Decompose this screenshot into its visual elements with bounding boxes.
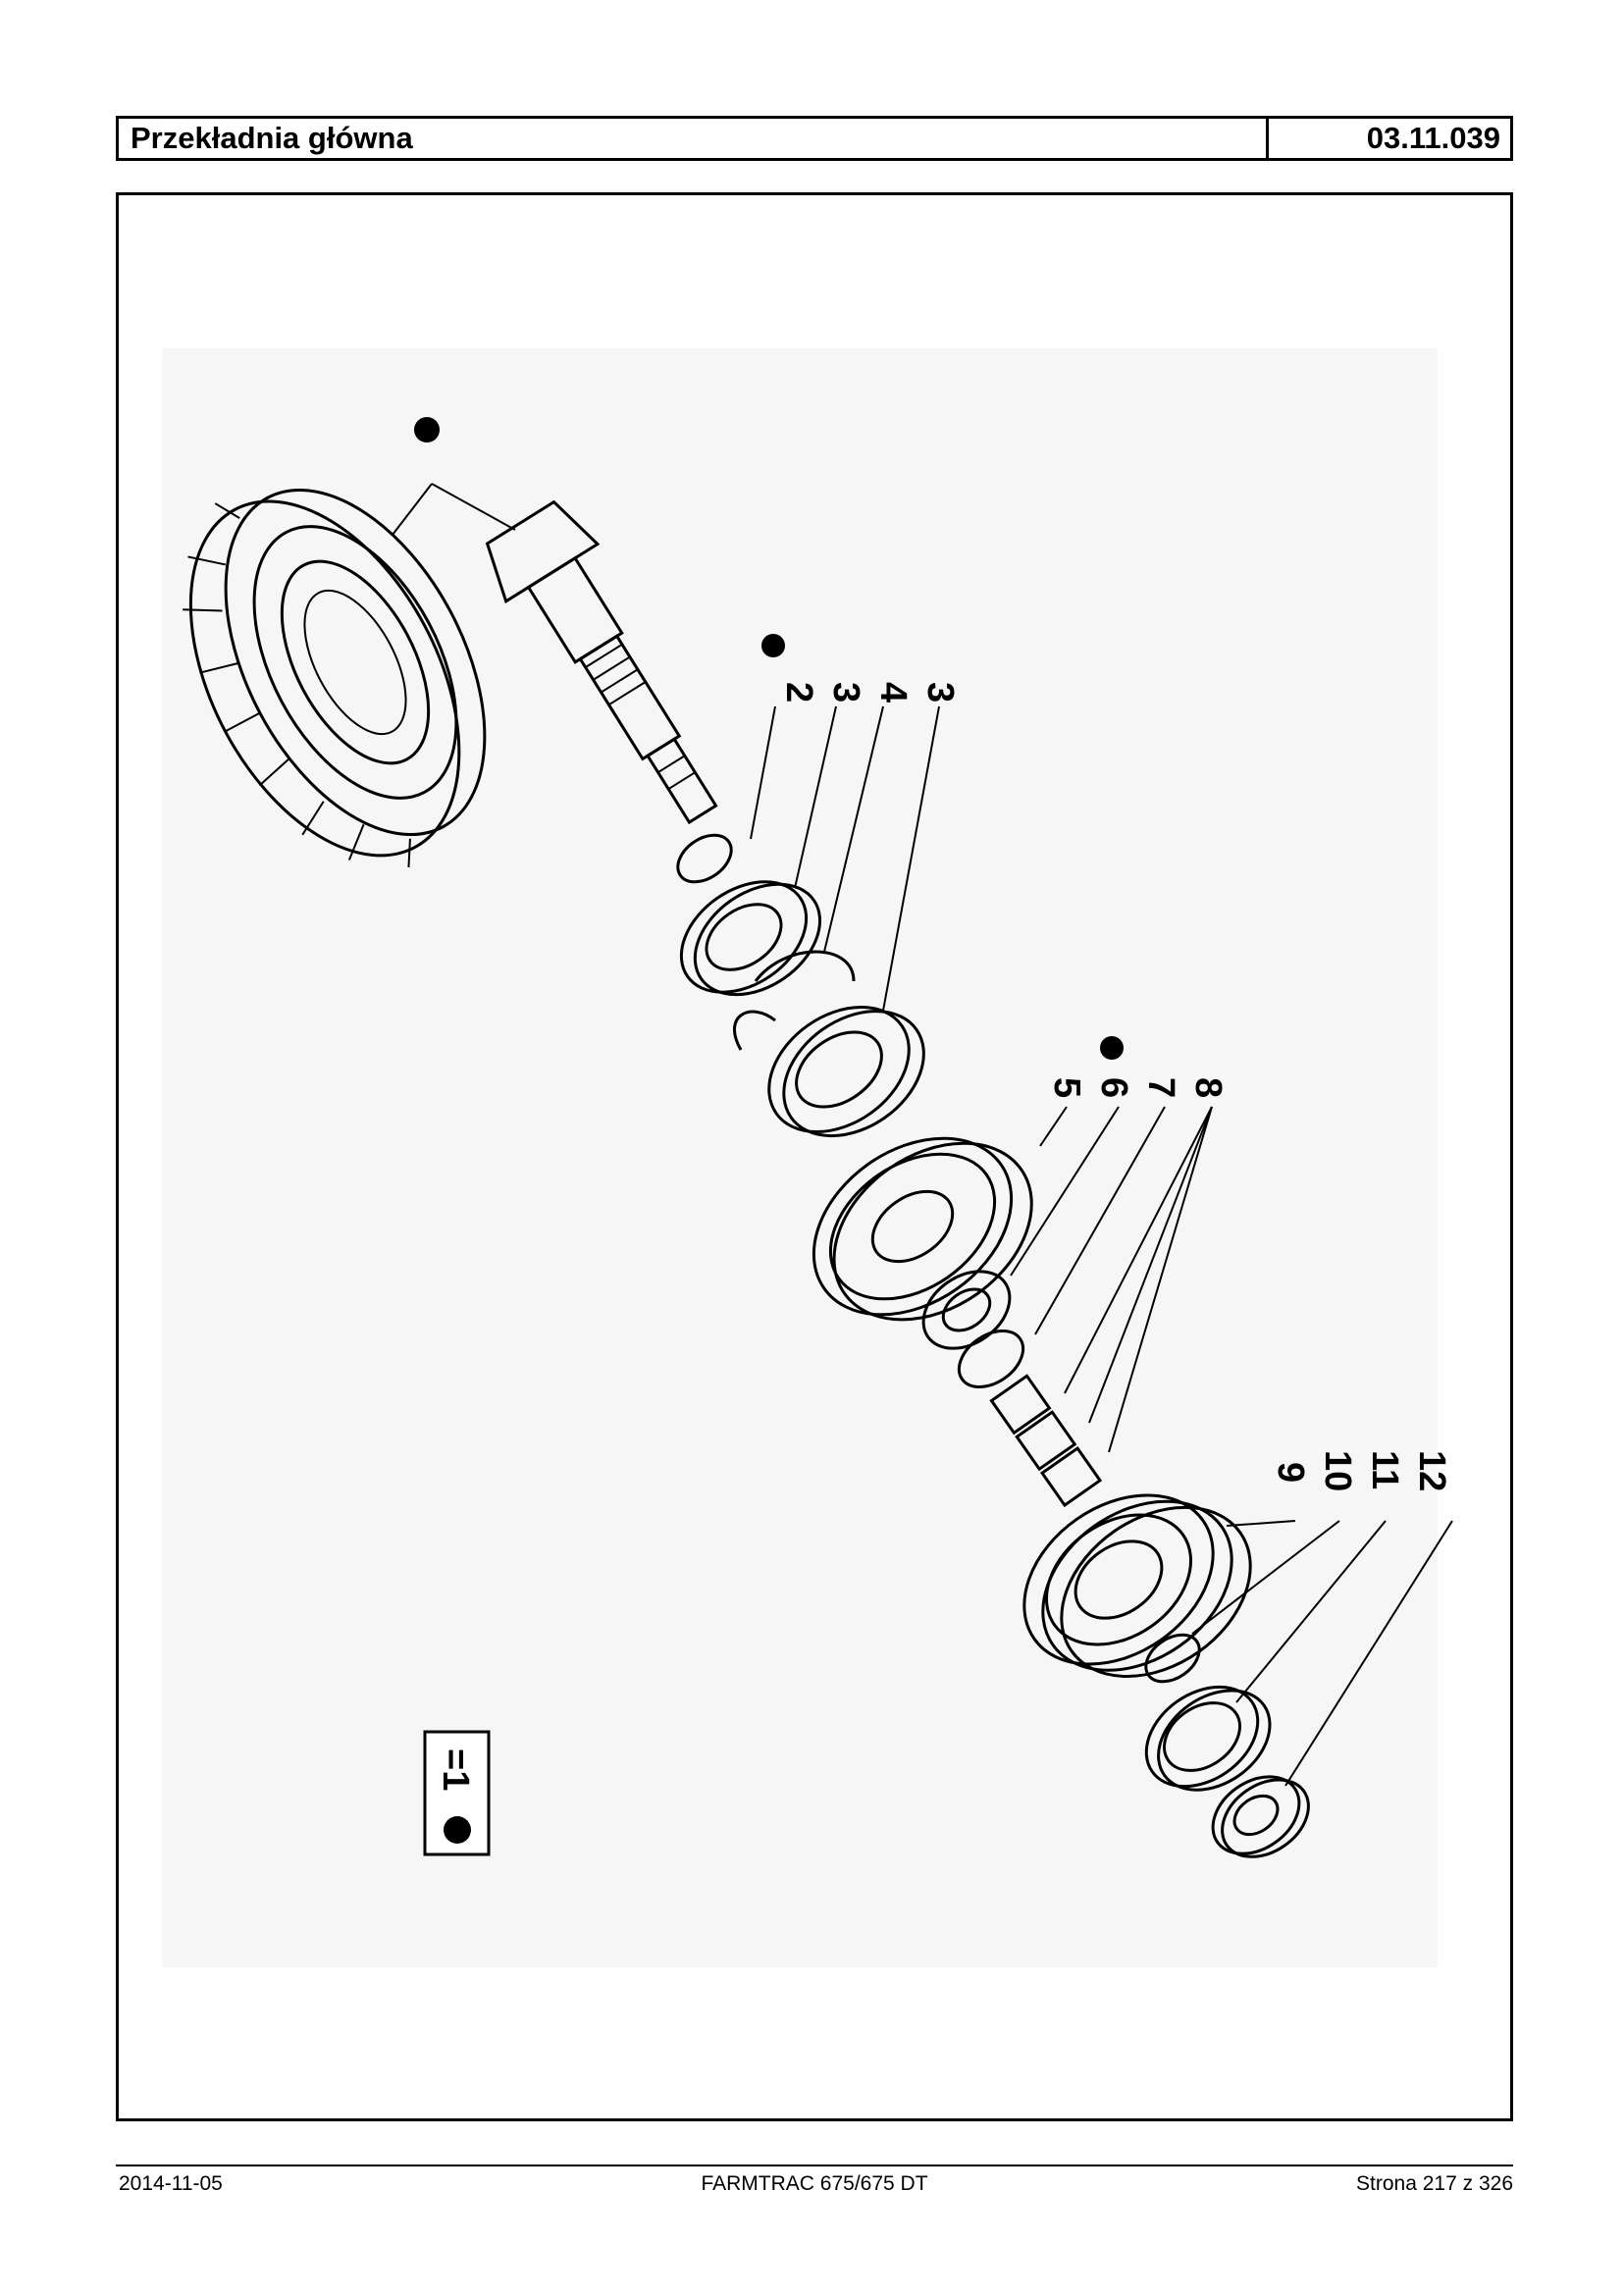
callout-label: 3	[919, 682, 961, 703]
callout-label: 12	[1411, 1450, 1452, 1491]
drawing-background	[162, 348, 1438, 1967]
spacer-ring	[921, 1270, 1012, 1350]
spur-gear	[812, 1136, 1033, 1322]
snap-ring	[733, 1010, 776, 1051]
footer-page-number: Strona 217 z 326	[1356, 2172, 1513, 2195]
legend-text: =1	[435, 1748, 476, 1791]
footer-date: 2014-11-05	[119, 2172, 223, 2195]
washer	[957, 1329, 1025, 1389]
footer-model: FARMTRAC 675/675 DT	[701, 2172, 928, 2195]
bushing-set	[989, 1374, 1103, 1508]
callout-label: 7	[1140, 1077, 1181, 1098]
callout-label: 6	[1093, 1077, 1134, 1098]
splined-hub	[1211, 1775, 1310, 1858]
callout-label: 5	[1046, 1077, 1087, 1098]
bevel-ring-gear	[183, 488, 487, 867]
callout-label: 8	[1187, 1077, 1229, 1098]
ball-bearing	[767, 1006, 925, 1138]
marker-dot	[761, 634, 785, 657]
retaining-ring	[1144, 1633, 1201, 1684]
callout-label: 10	[1317, 1450, 1358, 1491]
diagram-frame	[116, 192, 1513, 2121]
taper-bearing	[679, 880, 822, 997]
callout-label: 9	[1270, 1462, 1311, 1483]
footer-divider	[116, 2165, 1513, 2166]
marker-dot	[414, 417, 440, 443]
page-title: Przekładnia główna	[119, 119, 1269, 158]
snap-ring	[754, 950, 856, 982]
section-code: 03.11.039	[1366, 121, 1500, 155]
marker-dot	[1100, 1036, 1124, 1060]
sliding-sleeve	[1144, 1685, 1272, 1792]
callout-label: 3	[825, 682, 866, 703]
page-header: Przekładnia główna 03.11.039	[116, 116, 1513, 161]
pinion-shaft	[485, 499, 718, 825]
callout-label: 11	[1364, 1450, 1405, 1489]
callout-label: 4	[872, 682, 914, 703]
callout-label: 2	[778, 682, 819, 703]
washer	[676, 833, 733, 884]
legend-box: =1	[423, 1730, 491, 1856]
double-gear	[1022, 1493, 1252, 1678]
